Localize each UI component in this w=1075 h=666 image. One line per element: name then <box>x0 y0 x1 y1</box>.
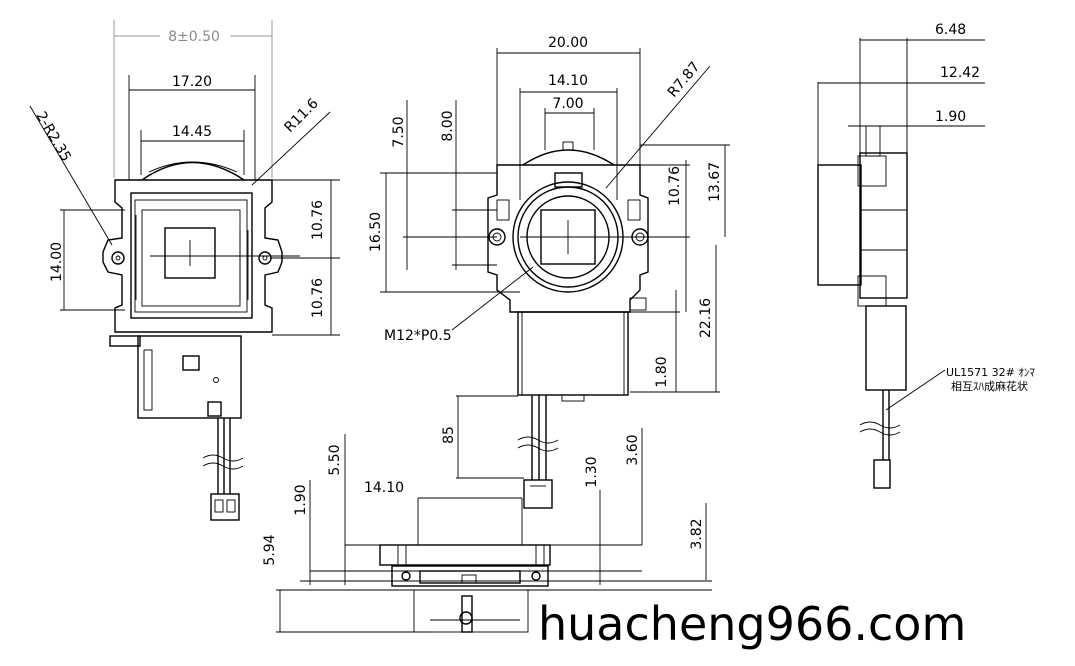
watermark: huacheng966.com <box>538 597 966 651</box>
dim-height-750: 7.50 <box>391 116 407 147</box>
dim-width-small: 7.00 <box>552 96 583 112</box>
dim-height-2216: 22.16 <box>698 298 714 338</box>
dim-550: 5.50 <box>327 444 343 475</box>
dim-1242: 12.42 <box>940 65 980 81</box>
dim-tolerance-width: 8±0.50 <box>168 29 220 45</box>
dim-width-outer: 17.20 <box>172 74 212 90</box>
bottom-view: 5.50 14.10 1.30 3.60 1.90 5.94 3.82 <box>262 428 712 633</box>
left-view: 8±0.50 17.20 14.45 R11.6 2-R2.35 <box>29 20 340 521</box>
dim-half-height-upper: 10.76 <box>310 200 326 240</box>
dim-360: 3.60 <box>625 434 641 465</box>
cable-note-line2: 相互ｽﾊ成麻花状 <box>951 379 1028 393</box>
dim-height-1650: 16.50 <box>368 212 384 252</box>
dim-594: 5.94 <box>262 534 278 565</box>
dim-height-180: 1.80 <box>654 356 670 387</box>
dim-hole-span: 14.00 <box>49 242 65 282</box>
dim-radius-fillet: R11.6 <box>282 96 322 136</box>
dim-648: 6.48 <box>935 22 966 38</box>
dim-thread: M12*P0.5 <box>384 328 452 344</box>
dim-width-mid: 14.10 <box>548 73 588 89</box>
dim-382: 3.82 <box>689 518 705 549</box>
dim-height-1367: 13.67 <box>707 162 723 202</box>
cable-note-line1: UL1571 32# ｵﾝﾏ <box>946 366 1035 379</box>
dim-width-total: 20.00 <box>548 35 588 51</box>
dim-190-side: 1.90 <box>935 109 966 125</box>
front-view: 20.00 14.10 7.00 R7.87 <box>368 35 730 509</box>
dim-half-height-lower: 10.76 <box>310 278 326 318</box>
dim-radius: R7.87 <box>665 59 704 101</box>
dim-width-inner: 14.45 <box>172 124 212 140</box>
dim-190: 1.90 <box>293 484 309 515</box>
dim-130: 1.30 <box>584 456 600 487</box>
dim-height-1076: 10.76 <box>667 166 683 206</box>
side-view: 6.48 12.42 1.90 UL1571 32# ｵﾝﾏ 相互ｽﾊ成麻花状 <box>817 22 1035 489</box>
dim-mount-holes: 2-R2.35 <box>33 109 74 165</box>
dim-height-800: 8.00 <box>440 110 456 141</box>
dim-1410: 14.10 <box>364 480 404 496</box>
dim-cable-85: 85 <box>441 426 457 444</box>
